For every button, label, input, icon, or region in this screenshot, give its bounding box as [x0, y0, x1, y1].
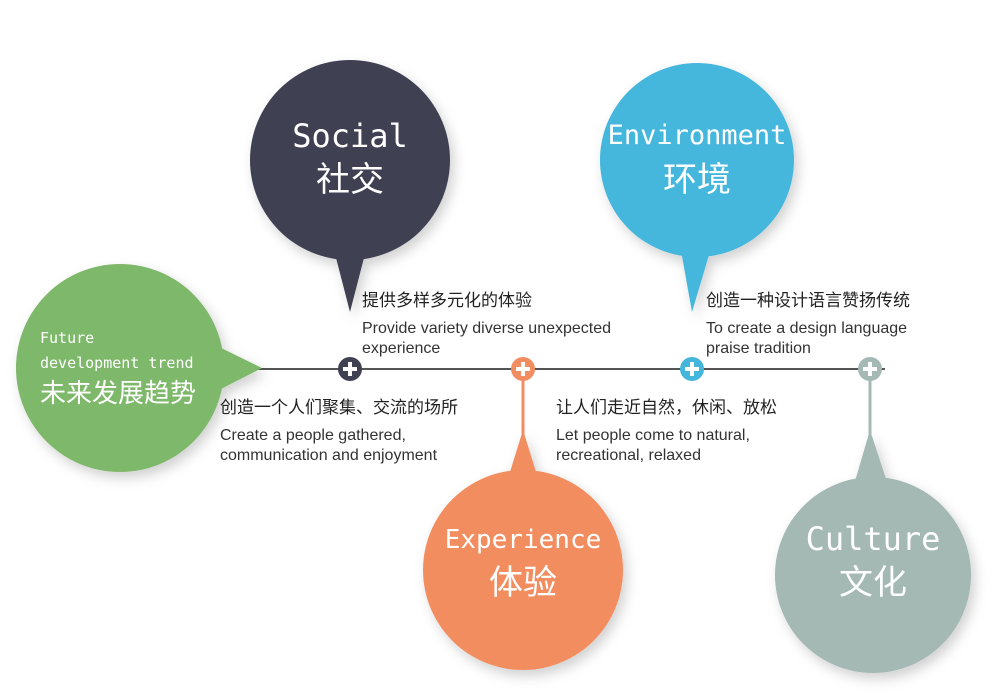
environment-en: Environment [607, 120, 787, 151]
culture-bubble [775, 430, 971, 673]
culture-desc-cn: 让人们走近自然，休闲、放松 [556, 398, 777, 417]
environment-desc-en: To create a design language praise tradi… [706, 320, 908, 357]
culture-label: Culture 文化 [793, 518, 953, 606]
environment-bubble [600, 63, 794, 312]
plus-node-experience[interactable] [511, 357, 535, 381]
social-desc-en: Provide variety diverse unexpected exper… [362, 320, 612, 357]
culture-desc-en: Let people come to natural, recreational… [556, 427, 750, 464]
experience-desc-cn: 创造一个人们聚集、交流的场所 [220, 398, 458, 417]
experience-bubble [423, 430, 623, 670]
social-description: 提供多样多元化的体验 Provide variety diverse unexp… [362, 286, 682, 359]
environment-cn: 环境 [663, 160, 731, 200]
experience-en: Experience [444, 525, 602, 555]
future-en: Future development trend [40, 329, 194, 372]
future-bubble [16, 264, 262, 472]
social-cn: 社交 [316, 160, 384, 200]
environment-label: Environment 环境 [597, 115, 797, 203]
experience-cn: 体验 [489, 563, 557, 603]
environment-description: 创造一种设计语言赞扬传统 To create a design language… [706, 286, 996, 359]
experience-desc-en: Create a people gathered, communication … [220, 427, 438, 464]
culture-en: Culture [805, 520, 941, 558]
culture-description: 让人们走近自然，休闲、放松 Let people come to natural… [556, 393, 836, 466]
experience-label: Experience 体验 [433, 520, 613, 606]
social-en: Social [292, 117, 408, 155]
social-label: Social 社交 [270, 115, 430, 203]
experience-description: 创造一个人们聚集、交流的场所 Create a people gathered,… [220, 393, 510, 466]
future-cn: 未来发展趋势 [40, 379, 197, 409]
environment-desc-cn: 创造一种设计语言赞扬传统 [706, 291, 910, 310]
social-desc-cn: 提供多样多元化的体验 [362, 291, 532, 310]
plus-node-environment[interactable] [680, 357, 704, 381]
culture-cn: 文化 [839, 563, 907, 603]
future-label: Future development trend 未来发展趋势 [40, 326, 220, 412]
plus-node-social[interactable] [338, 357, 362, 381]
plus-node-culture[interactable] [858, 357, 882, 381]
social-bubble [250, 60, 450, 312]
